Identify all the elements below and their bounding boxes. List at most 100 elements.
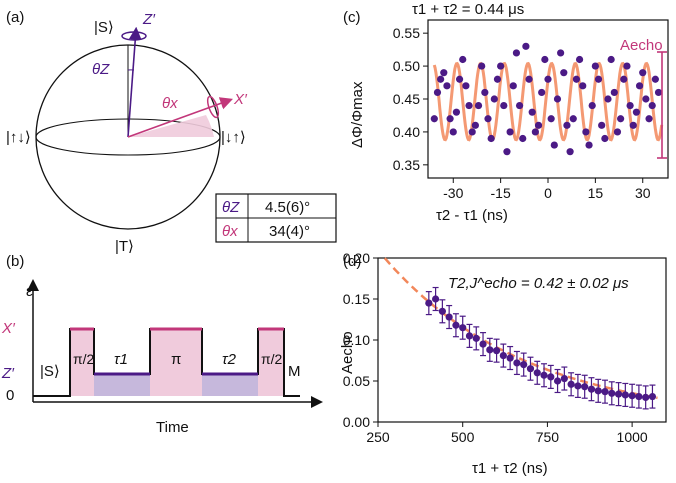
- plot-d-point: [526, 365, 535, 373]
- plot-d-point: [621, 391, 629, 399]
- plot-d-point: [432, 295, 440, 303]
- plot-c-point: [538, 88, 546, 97]
- plot-c-point: [497, 62, 505, 70]
- plot-c-point: [525, 75, 533, 83]
- plot-d-point: [520, 361, 528, 369]
- plot-d-point: [547, 373, 555, 381]
- z-rotation-loop: [121, 31, 147, 41]
- segment-pi: π: [171, 351, 181, 368]
- plot-c-ytick-label: 0.50: [393, 58, 420, 74]
- plot-c-point: [635, 82, 644, 90]
- wait-tau2: [202, 374, 258, 396]
- plot-c-point: [430, 115, 438, 123]
- plot-c-point: [591, 62, 599, 70]
- panel-b-label: (b): [6, 253, 24, 270]
- theta-x-wedge: [128, 115, 214, 137]
- plot-c-xtick-label: -15: [491, 185, 511, 201]
- segment-tau2: τ2: [222, 351, 237, 368]
- plot-d-point: [533, 369, 541, 377]
- plot-c-point: [433, 88, 442, 97]
- plot-c-ytick-label: 0.45: [393, 91, 420, 107]
- plot-d-ylabel: Aecho: [339, 331, 356, 374]
- segment-pi2-2: π/2: [261, 351, 283, 367]
- plot-d-point: [506, 354, 514, 362]
- z-prime-label: Z′: [142, 11, 156, 28]
- plot-d-ytick-label: 0.15: [343, 291, 370, 307]
- plot-c-point: [528, 108, 536, 116]
- plot-c-fit-curve: [432, 61, 664, 142]
- state-t: |T⟩: [115, 238, 134, 255]
- state-s: |S⟩: [94, 19, 114, 36]
- plot-c-point: [449, 128, 457, 136]
- plot-c-point: [503, 148, 511, 156]
- plot-c-xtick-label: 15: [588, 185, 604, 201]
- plot-c-point: [452, 108, 461, 116]
- plot-d-xlabel: τ1 + τ2 (ns): [472, 460, 548, 477]
- pulse-xlabel: Time: [156, 419, 189, 436]
- plot-d-point: [492, 347, 501, 355]
- plot-d-xtick-label: 750: [536, 429, 560, 445]
- plot-c-point: [468, 128, 476, 136]
- plot-c-point: [474, 101, 483, 110]
- pulse-pi2-first: [70, 329, 94, 396]
- plot-c-point: [512, 49, 521, 57]
- panel-b: (b) ε Time X′ Z′ 0 |S⟩ π/2 τ1 π τ2 π/2 M: [1, 253, 323, 436]
- panel-c-label: (c): [343, 9, 361, 26]
- plot-c-point: [506, 128, 514, 136]
- plot-c-point: [550, 141, 558, 149]
- plot-d-point: [465, 332, 474, 340]
- plot-d-point: [425, 299, 433, 307]
- plot-c-point: [462, 82, 470, 90]
- pulse-pi2-second: [258, 329, 284, 396]
- x-rotation-loop: [206, 95, 220, 119]
- parameter-table: θZ 4.5(6)° θx 34(4)°: [215, 193, 337, 243]
- pulse-ylabel: ε: [26, 283, 33, 300]
- plot-d-point: [601, 388, 609, 396]
- plot-d-ytick-label: 0.05: [343, 373, 370, 389]
- panel-c-header: τ1 + τ2 = 0.44 μs: [412, 1, 524, 18]
- level-x-prime: X′: [1, 320, 16, 337]
- table-value-x: 34(4)°: [269, 223, 310, 240]
- plot-c-point: [601, 134, 609, 143]
- plot-c-point: [440, 69, 448, 77]
- x-prime-label: X′: [233, 91, 248, 108]
- plot-c-point: [610, 88, 618, 97]
- plot-d-xtick-label: 250: [366, 429, 390, 445]
- panel-d-label: (d): [343, 253, 361, 270]
- table-value-z: 4.5(6)°: [265, 199, 310, 216]
- plot-c-point: [569, 115, 577, 123]
- plot-c-point: [493, 75, 502, 83]
- plot-c-point: [560, 69, 568, 77]
- plot-c-point: [519, 134, 527, 143]
- plot-c-point: [481, 88, 489, 97]
- plot-c-point: [509, 82, 517, 90]
- plot-c-point: [553, 95, 562, 103]
- plot-c-point: [651, 75, 659, 83]
- plot-c-point: [487, 134, 495, 143]
- plot-d-point: [486, 346, 494, 354]
- plot-d-point: [459, 324, 467, 332]
- segment-s: |S⟩: [40, 363, 60, 380]
- z-prime-axis: [127, 26, 142, 138]
- plot-c-point: [598, 121, 606, 129]
- segment-m: M: [288, 363, 301, 380]
- plot-c-point: [534, 121, 543, 129]
- plot-c-point: [471, 121, 479, 129]
- plot-c-point: [557, 49, 565, 57]
- plot-c-point: [437, 75, 445, 83]
- state-updown: |↑↓⟩: [6, 129, 31, 146]
- plot-c-xtick-label: 0: [544, 185, 552, 201]
- plot-d-ytick-label: 0.00: [343, 414, 370, 430]
- plot-c-point: [572, 75, 581, 83]
- plot-d-point: [642, 393, 650, 401]
- plot-c-point: [607, 55, 615, 64]
- plot-c-point: [632, 108, 641, 116]
- plot-d-point: [581, 383, 589, 391]
- plot-c-ytick-label: 0.35: [393, 157, 420, 173]
- plot-c-point: [645, 115, 653, 123]
- plot-d-point: [445, 313, 453, 321]
- segment-pi2-1: π/2: [73, 351, 95, 367]
- plot-c-point: [478, 62, 486, 70]
